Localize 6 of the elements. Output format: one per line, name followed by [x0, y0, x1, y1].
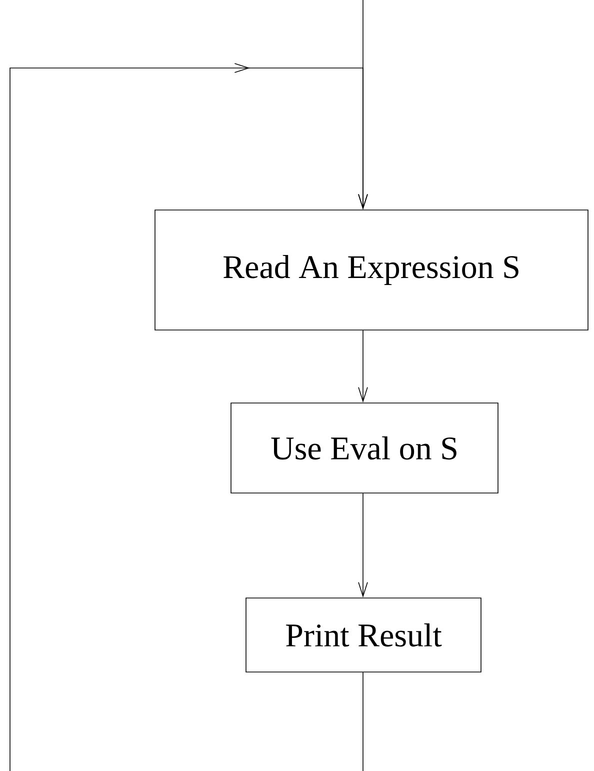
process-box: Use Eval on S	[230, 402, 498, 494]
arrow	[10, 63, 368, 771]
arrow	[358, 493, 368, 598]
process-box: Print Result	[246, 598, 482, 672]
arrow	[358, 330, 368, 403]
process-box: Read An Expression S	[154, 210, 588, 330]
